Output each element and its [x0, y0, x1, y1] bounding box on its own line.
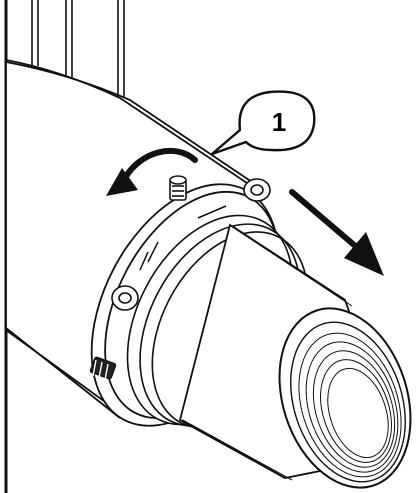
- flange-slots: [139, 205, 227, 271]
- thumb-screw-icon: [169, 175, 187, 201]
- barrel-front-opening: [278, 307, 412, 489]
- mount-bracket: [5, 0, 125, 98]
- callout-number: 1: [272, 107, 286, 137]
- callout-bubble: 1: [210, 90, 316, 156]
- straight-arrow-icon: [289, 189, 384, 276]
- side-screw: [89, 356, 117, 381]
- curved-arrow-icon: [106, 148, 198, 196]
